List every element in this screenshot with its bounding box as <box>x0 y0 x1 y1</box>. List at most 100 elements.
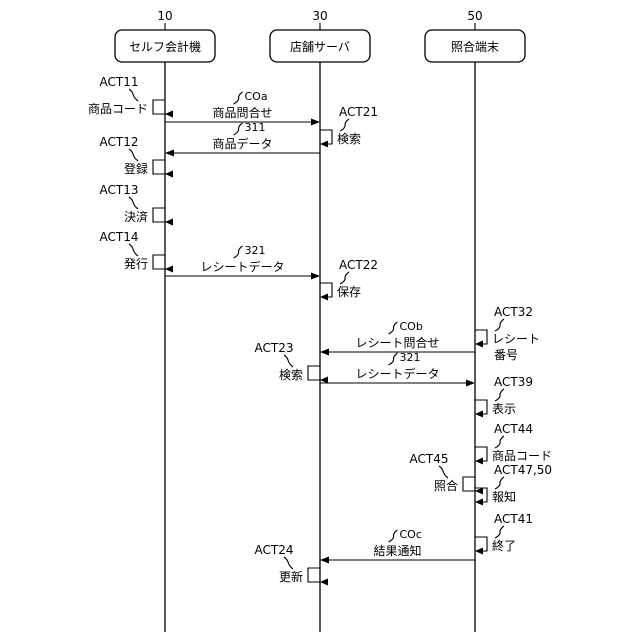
message-arrowhead <box>311 273 320 280</box>
message-ref-leader <box>234 123 243 135</box>
self-call-arrowhead <box>475 411 483 418</box>
self-call-arrowhead <box>475 548 483 555</box>
self-action-act47: 報知 ACT47,50 <box>475 463 552 506</box>
action-code: ACT13 <box>100 183 139 197</box>
action-code: ACT39 <box>494 375 533 389</box>
message-ref-leader <box>234 246 243 258</box>
action-code: ACT21 <box>339 105 378 119</box>
message-ref: 321 <box>400 351 421 364</box>
message-arrowhead <box>320 557 329 564</box>
action-code: ACT11 <box>100 75 139 89</box>
message-ref: 311 <box>245 121 266 134</box>
self-action-act12: 登録 ACT12 <box>100 135 173 178</box>
participant-ref: 30 <box>312 9 327 23</box>
action-label: 照合 <box>434 478 458 493</box>
action-label: 商品コード <box>492 448 552 463</box>
action-code: ACT23 <box>255 341 294 355</box>
message-ref: COc <box>400 528 422 541</box>
action-code: ACT12 <box>100 135 139 149</box>
message-label: 結果通知 <box>373 544 421 558</box>
action-code-leader <box>340 272 349 284</box>
self-action-act41: 終了 ACT41 <box>475 512 533 555</box>
self-call-arrowhead <box>320 141 328 148</box>
action-code-leader <box>284 355 293 367</box>
self-action-act32: レシート番号 ACT32 <box>475 305 540 362</box>
self-call-arrowhead <box>475 499 483 506</box>
message-arrowhead <box>466 380 475 387</box>
action-code: ACT14 <box>100 230 139 244</box>
message-ref-leader <box>389 530 398 542</box>
action-label: レシート <box>492 332 540 346</box>
msg-product-inquiry: 商品問合せCOa <box>165 90 320 126</box>
action-label: 報知 <box>492 490 516 504</box>
action-code-leader <box>340 119 349 131</box>
msg-result-notice: 結果通知 COc <box>320 528 475 564</box>
self-action-act11: 商品コードACT11 <box>88 75 173 118</box>
message-label: レシートデータ <box>355 366 439 381</box>
message-ref: COa <box>245 90 268 103</box>
action-label: 登録 <box>124 161 148 176</box>
self-call-hook <box>308 568 327 582</box>
action-code-leader <box>284 557 293 569</box>
action-code: ACT47,50 <box>494 463 552 477</box>
message-arrowhead <box>165 150 174 157</box>
participant-ref: 10 <box>157 9 172 23</box>
message-label: レシートデータ <box>200 259 284 274</box>
self-call-arrowhead <box>475 341 483 348</box>
self-action-act45: 照合 ACT45 <box>410 452 483 495</box>
self-action-act14: 発行 ACT14 <box>100 230 173 273</box>
self-call-arrowhead <box>165 171 173 178</box>
self-action-act13: 決済 ACT13 <box>100 183 173 226</box>
action-code-leader <box>495 389 504 401</box>
self-call-arrowhead <box>320 579 328 586</box>
self-call-arrowhead <box>165 219 173 226</box>
self-action-act24: 更新ACT24 <box>255 543 328 586</box>
participant-label: 照合端末 <box>451 39 499 54</box>
action-code-leader <box>495 319 504 331</box>
action-code: ACT32 <box>494 305 533 319</box>
self-action-act22: 保存 ACT22 <box>320 258 378 301</box>
action-label: 表示 <box>492 402 516 416</box>
msg-product-data: 商品データ 311 <box>165 121 320 157</box>
self-call-arrowhead <box>165 111 173 118</box>
message-ref-leader <box>234 92 243 104</box>
message-arrowhead <box>311 119 320 126</box>
action-code-leader <box>129 89 138 101</box>
participants: 10セルフ会計機30店舗サーバ50照合端末 <box>115 9 525 632</box>
action-code: ACT22 <box>339 258 378 272</box>
msg-receipt-inquiry: レシート問合せCOb <box>320 320 475 356</box>
msg-receipt-data-1: レシートデータ 321 <box>165 244 320 280</box>
action-code: ACT45 <box>410 452 449 466</box>
action-code: ACT41 <box>494 512 533 526</box>
action-label-line2: 番号 <box>494 348 518 362</box>
message-ref-leader <box>389 322 398 334</box>
self-call-hook <box>153 255 172 269</box>
action-label: 保存 <box>337 285 361 299</box>
action-label: 更新 <box>279 569 303 584</box>
self-call-hook <box>463 477 482 491</box>
participant-ref: 50 <box>467 9 482 23</box>
action-code-leader <box>495 436 504 448</box>
action-label: 決済 <box>124 209 148 224</box>
self-call-hook <box>153 208 172 222</box>
self-call-hook <box>153 160 172 174</box>
message-label: レシート問合せ <box>355 335 439 350</box>
message-arrowhead <box>320 349 329 356</box>
action-code-leader <box>495 526 504 538</box>
msg-receipt-data-2: レシートデータ 321 <box>320 351 475 387</box>
self-call-arrowhead <box>475 458 483 465</box>
action-code-leader <box>129 244 138 256</box>
message-label: 商品データ <box>212 136 272 151</box>
action-label: 発行 <box>124 257 148 271</box>
action-label: 終了 <box>492 538 516 553</box>
participant-30: 30店舗サーバ <box>270 9 370 632</box>
self-action-act39: 表示 ACT39 <box>475 375 533 418</box>
message-ref: 321 <box>245 244 266 257</box>
action-label: 検索 <box>279 368 303 382</box>
message-ref-leader <box>389 353 398 365</box>
action-label: 検索 <box>337 132 361 146</box>
action-code: ACT44 <box>494 422 533 436</box>
self-call-arrowhead <box>165 266 173 273</box>
self-action-act44: 商品コード ACT44 <box>475 422 552 465</box>
